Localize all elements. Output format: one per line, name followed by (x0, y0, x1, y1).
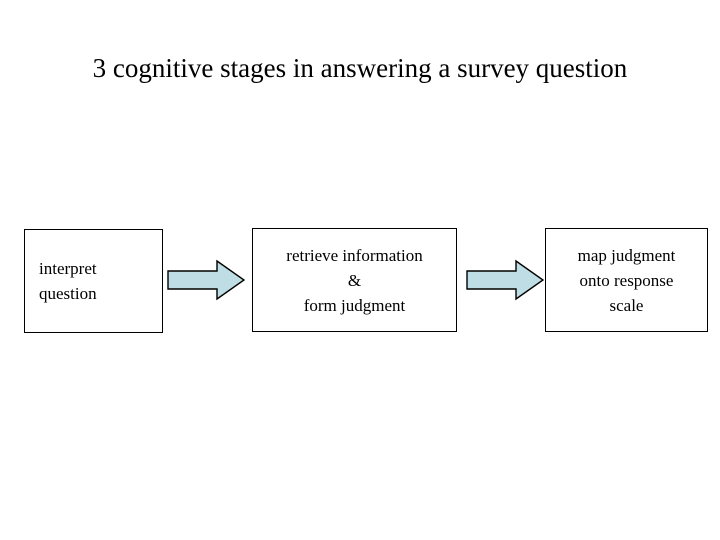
stage-box-line: interpret (39, 259, 97, 278)
stage-box-line: form judgment (303, 295, 406, 315)
stage-box-retrieve-and-judge: retrieve information & form judgment (252, 228, 457, 332)
stage-box-line: map judgment (577, 245, 676, 265)
stage-box-line: onto response (579, 270, 674, 290)
right-arrow-icon (466, 258, 544, 302)
stage-box-line: retrieve information (286, 245, 423, 265)
right-arrow-icon (167, 258, 245, 302)
stage-box-line: & (347, 270, 362, 290)
page-title: 3 cognitive stages in answering a survey… (92, 53, 628, 83)
stage-box-interpret-question: interpret question (24, 229, 163, 333)
stage-box-line: scale (609, 295, 644, 315)
stage-box-map-onto-scale: map judgment onto response scale (545, 228, 708, 332)
stage-box-line: question (39, 284, 97, 303)
